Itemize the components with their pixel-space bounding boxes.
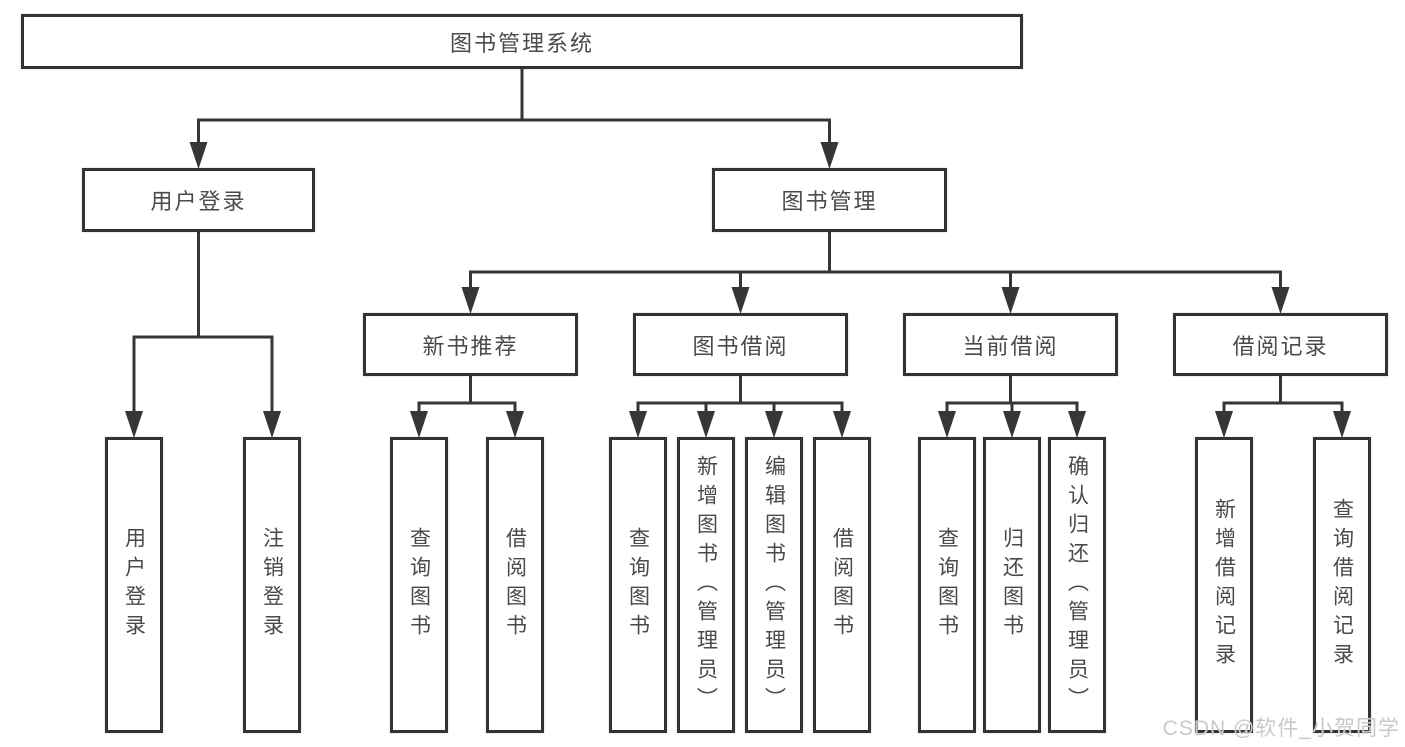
node-leaf-return-book: 归还图书 xyxy=(983,437,1041,733)
arrowhead-icon xyxy=(938,411,956,438)
node-label-book-borrow: 图书借阅 xyxy=(692,333,789,359)
node-user-login: 用户登录 xyxy=(82,168,315,232)
node-label-leaf-add-book: 新增图书（管理员） xyxy=(694,454,718,716)
arrowhead-icon xyxy=(833,411,851,438)
arrowhead-icon xyxy=(820,142,839,169)
arrowhead-icon xyxy=(410,411,428,438)
arrowhead-icon xyxy=(1333,411,1351,438)
node-label-leaf-query-book-2: 查询图书 xyxy=(626,527,650,643)
node-leaf-add-book: 新增图书（管理员） xyxy=(677,437,735,733)
node-label-leaf-query-borrow-record: 查询借阅记录 xyxy=(1330,498,1354,672)
arrowhead-icon xyxy=(506,411,524,438)
node-label-root: 图书管理系统 xyxy=(449,30,594,56)
arrowhead-icon xyxy=(697,411,715,438)
node-label-leaf-query-book-3: 查询图书 xyxy=(935,527,959,643)
node-label-new-book-rec: 新书推荐 xyxy=(422,333,519,359)
arrowhead-icon xyxy=(461,287,480,314)
node-leaf-query-book-3: 查询图书 xyxy=(918,437,976,733)
arrowhead-icon xyxy=(1271,287,1290,314)
node-leaf-borrow-book-2: 借阅图书 xyxy=(813,437,871,733)
node-leaf-logout: 注销登录 xyxy=(243,437,301,733)
node-leaf-borrow-book-1: 借阅图书 xyxy=(486,437,544,733)
node-label-leaf-query-book-1: 查询图书 xyxy=(407,527,431,643)
node-label-leaf-add-borrow-record: 新增借阅记录 xyxy=(1212,498,1236,672)
watermark: CSDN @软件_小贺同学 xyxy=(1162,717,1400,740)
node-label-borrow-records: 借阅记录 xyxy=(1232,333,1329,359)
node-label-leaf-borrow-book-2: 借阅图书 xyxy=(830,527,854,643)
node-leaf-query-borrow-record: 查询借阅记录 xyxy=(1313,437,1371,733)
node-leaf-confirm-return: 确认归还（管理员） xyxy=(1048,437,1106,733)
node-label-leaf-edit-book: 编辑图书（管理员） xyxy=(762,454,786,716)
node-leaf-add-borrow-record: 新增借阅记录 xyxy=(1195,437,1253,733)
node-label-book-mgmt: 图书管理 xyxy=(781,189,878,214)
arrowhead-icon xyxy=(1215,411,1233,438)
arrowhead-icon xyxy=(189,142,208,169)
node-book-borrow: 图书借阅 xyxy=(633,313,848,376)
node-leaf-query-book-1: 查询图书 xyxy=(390,437,448,733)
node-label-leaf-confirm-return: 确认归还（管理员） xyxy=(1065,454,1089,716)
arrowhead-icon xyxy=(765,411,783,438)
node-new-book-rec: 新书推荐 xyxy=(363,313,578,376)
arrowhead-icon xyxy=(125,411,143,438)
node-label-leaf-borrow-book-1: 借阅图书 xyxy=(503,527,527,643)
arrowhead-icon xyxy=(731,287,750,314)
node-current-borrow: 当前借阅 xyxy=(903,313,1118,376)
arrowhead-icon xyxy=(263,411,281,438)
node-label-user-login: 用户登录 xyxy=(150,189,247,214)
arrowhead-icon xyxy=(1001,287,1020,314)
node-label-leaf-logout: 注销登录 xyxy=(260,527,284,643)
arrowhead-icon xyxy=(1003,411,1021,438)
node-leaf-user-login: 用户登录 xyxy=(105,437,163,733)
node-leaf-query-book-2: 查询图书 xyxy=(609,437,667,733)
node-borrow-records: 借阅记录 xyxy=(1173,313,1388,376)
arrowhead-icon xyxy=(629,411,647,438)
node-label-leaf-user-login: 用户登录 xyxy=(122,527,146,643)
node-label-leaf-return-book: 归还图书 xyxy=(1000,527,1024,643)
node-leaf-edit-book: 编辑图书（管理员） xyxy=(745,437,803,733)
node-book-mgmt: 图书管理 xyxy=(712,168,947,232)
node-root: 图书管理系统 xyxy=(21,14,1023,69)
arrowhead-icon xyxy=(1068,411,1086,438)
node-label-current-borrow: 当前借阅 xyxy=(962,333,1059,359)
